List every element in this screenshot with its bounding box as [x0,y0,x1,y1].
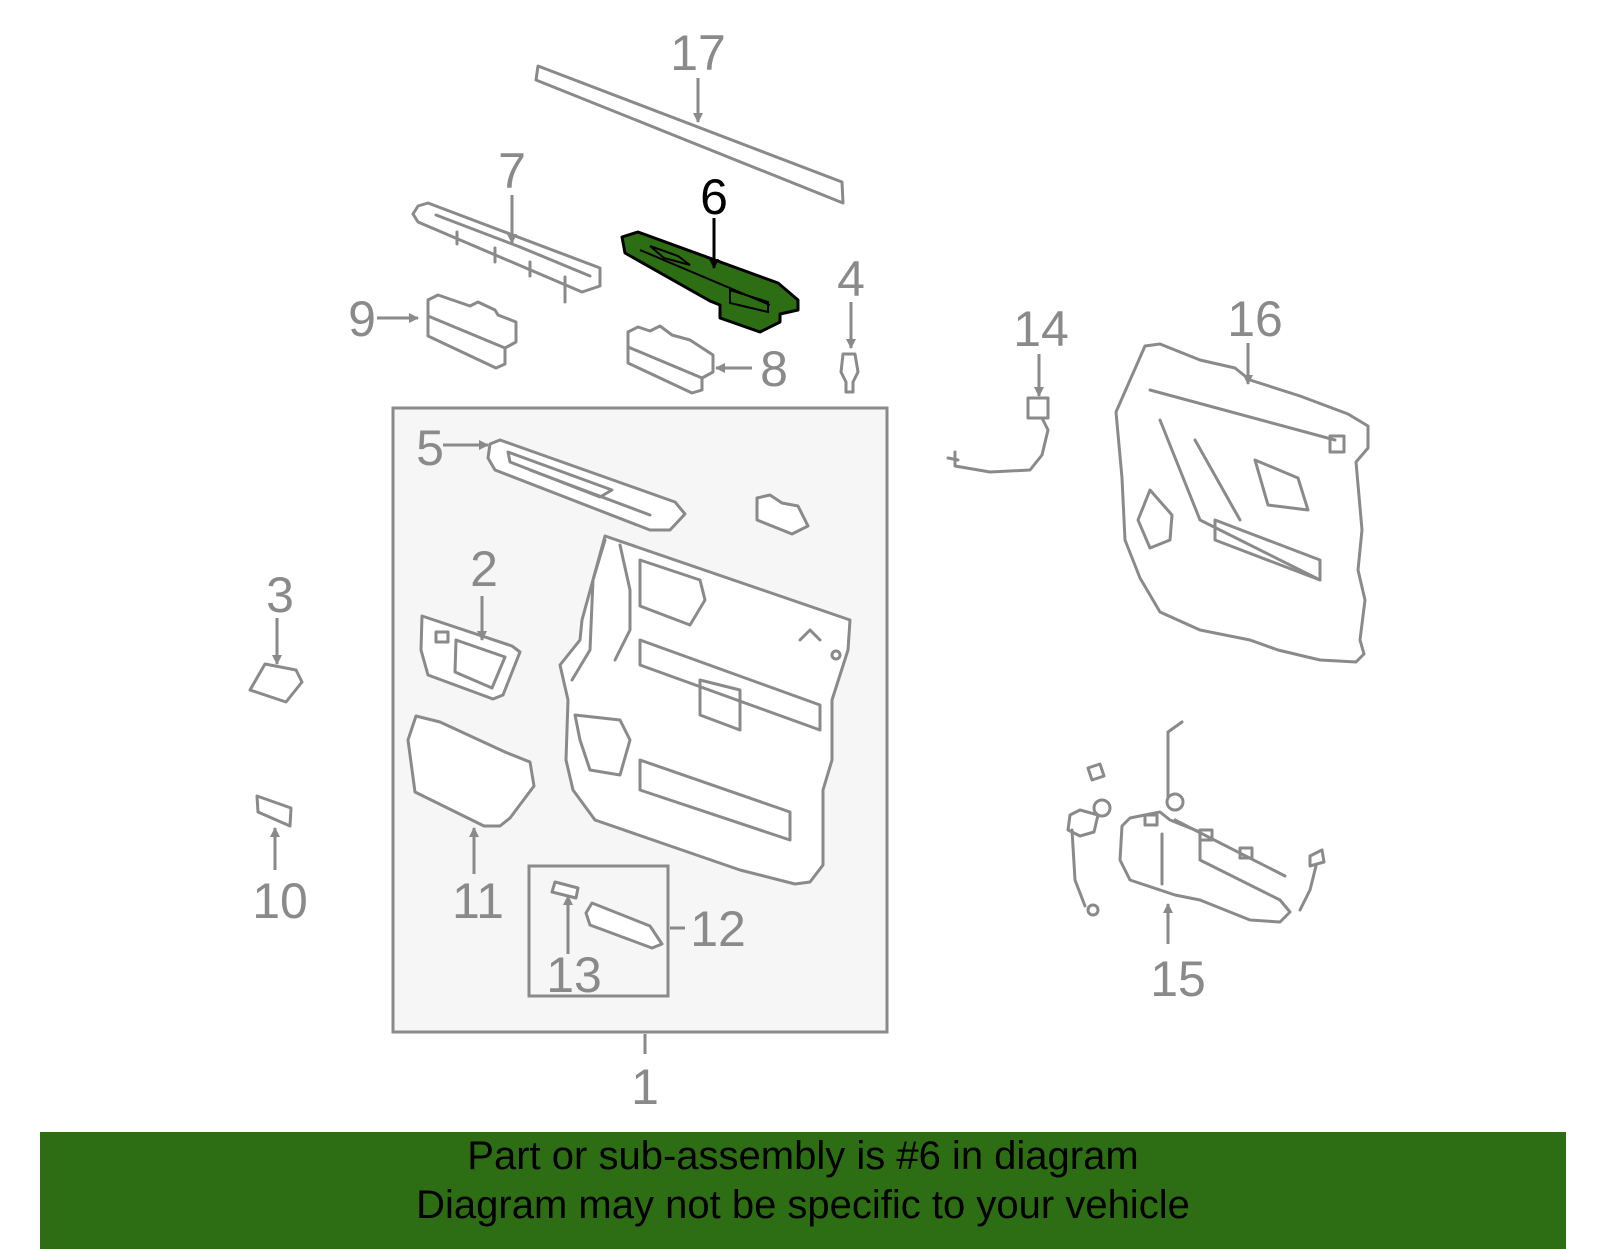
part-14-wire [946,354,1050,474]
part-9-switch [377,293,518,370]
label-6: 6 [700,169,728,225]
label-3: 3 [266,567,294,623]
part-8-switch [626,324,752,395]
label-4: 4 [837,251,865,307]
part-3-bracket [248,618,304,704]
part-1-door-panel [558,534,852,886]
label-5: 5 [416,420,444,476]
bracket-part [755,493,810,536]
label-1: 1 [631,1059,659,1115]
part-11-map-pocket [406,714,536,874]
part-12-13-subbox [527,864,685,998]
label-12: 12 [690,901,746,957]
part-10-clip [255,794,293,870]
part-5-switch-panel [443,438,687,532]
part-4-clip [839,302,860,394]
part-2-bezel [419,596,522,701]
label-13: 13 [546,947,602,1003]
label-2: 2 [470,541,498,597]
part-16-door-frame [1114,342,1370,664]
part-17-weatherstrip [534,64,845,205]
label-8: 8 [760,341,788,397]
banner-line-2: Diagram may not be specific to your vehi… [416,1183,1190,1227]
label-7: 7 [498,143,526,199]
label-11: 11 [452,873,504,929]
part-15-lock-mechanism [1066,720,1326,944]
label-9: 9 [348,291,376,347]
label-14: 14 [1013,301,1069,357]
banner-line-1: Part or sub-assembly is #6 in diagram [467,1134,1139,1178]
part-7-armrest-trim [411,195,602,304]
label-15: 15 [1150,951,1206,1007]
label-16: 16 [1227,291,1283,347]
label-10: 10 [252,873,308,929]
label-17: 17 [670,25,726,81]
info-banner: Part or sub-assembly is #6 in diagram Di… [40,1132,1566,1249]
part-6-switch-bezel-highlighted [620,218,800,334]
